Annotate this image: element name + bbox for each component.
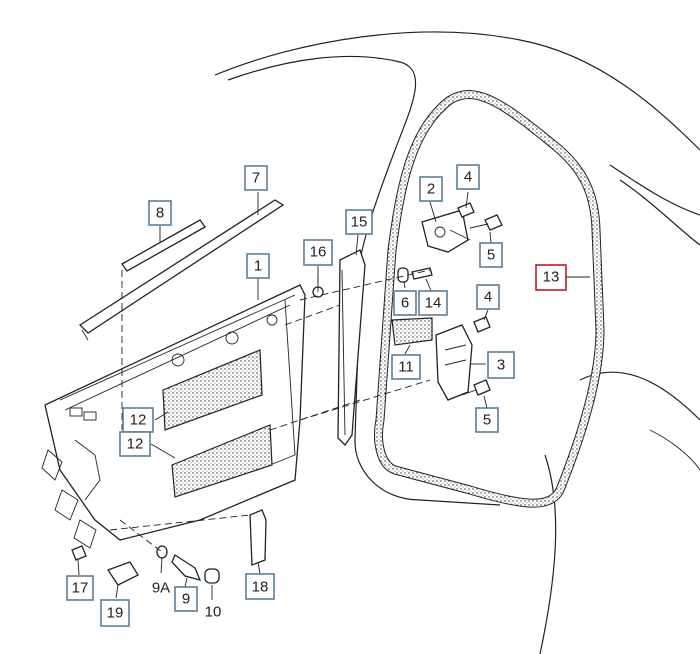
- label-text-1: 1: [254, 258, 262, 275]
- label-box-6: [393, 290, 417, 316]
- label-16: 16: [303, 239, 333, 266]
- label-box-5-upper: [479, 242, 503, 268]
- label-text-7: 7: [252, 170, 260, 187]
- label-box-8: [148, 200, 172, 226]
- clip-19: [107, 561, 139, 586]
- label-box-16: [303, 239, 333, 266]
- label-10: 10: [205, 604, 222, 621]
- label-text-4-lower: 4: [484, 289, 492, 306]
- label-4-upper: 4: [456, 164, 480, 190]
- label-text-9a: 9A: [152, 580, 170, 597]
- label-text-2: 2: [427, 181, 435, 198]
- label-box-1: [246, 253, 270, 279]
- label-text-16: 16: [310, 244, 327, 261]
- label-box-3: [487, 351, 515, 379]
- lower-hinge: [435, 324, 473, 401]
- label-5-lower: 5: [475, 407, 499, 433]
- stud-14: [411, 267, 433, 280]
- label-box-12-upper: [122, 407, 154, 433]
- label-text-12-lower: 12: [127, 436, 144, 453]
- label-text-8: 8: [156, 205, 164, 222]
- label-4-lower: 4: [476, 284, 500, 310]
- label-text-13: 13: [543, 269, 560, 286]
- assembly-lines: [109, 269, 431, 553]
- car-body-outline: [214, 31, 700, 654]
- label-17: 17: [66, 575, 94, 601]
- label-text-14: 14: [425, 295, 442, 312]
- label-box-4-upper: [456, 164, 480, 190]
- retainer-18: [249, 509, 267, 566]
- label-text-5-lower: 5: [483, 412, 491, 429]
- label-text-10: 10: [205, 604, 222, 621]
- label-14: 14: [418, 290, 448, 316]
- label-box-13: [535, 264, 567, 291]
- plug-6: [397, 267, 409, 283]
- label-box-19: [100, 599, 130, 627]
- label-11: 11: [391, 354, 421, 380]
- label-8: 8: [148, 200, 172, 226]
- label-box-11: [391, 354, 421, 380]
- label-text-5-upper: 5: [487, 247, 495, 264]
- label-text-3: 3: [497, 357, 505, 374]
- label-box-5-lower: [475, 407, 499, 433]
- label-text-17: 17: [72, 580, 89, 597]
- label-12-lower: 12: [119, 431, 151, 457]
- label-6: 6: [393, 290, 417, 316]
- rubber-pad: [391, 317, 433, 346]
- label-7: 7: [244, 165, 268, 191]
- label-text-4-upper: 4: [464, 169, 472, 186]
- cap-10: [204, 568, 220, 584]
- window-guide-rail: [337, 249, 366, 447]
- label-9a: 9A: [152, 580, 170, 597]
- label-box-12-lower: [119, 431, 151, 457]
- label-5-upper: 5: [479, 242, 503, 268]
- label-12-upper: 12: [122, 407, 154, 433]
- label-box-7: [244, 165, 268, 191]
- upper-hinge: [421, 209, 471, 253]
- label-text-19: 19: [107, 605, 124, 622]
- label-text-15: 15: [351, 214, 368, 231]
- label-3: 3: [487, 351, 515, 379]
- window-strip-outer: [78, 199, 285, 341]
- window-strip-inner: [121, 219, 206, 272]
- leader-lines: [77, 191, 590, 600]
- insulation-pads: [162, 349, 273, 498]
- label-15: 15: [345, 209, 373, 235]
- washer-9a: [156, 545, 168, 559]
- label-1: 1: [246, 253, 270, 279]
- label-box-2: [419, 176, 443, 202]
- label-text-11: 11: [398, 359, 414, 376]
- label-box-15: [345, 209, 373, 235]
- label-9: 9: [174, 586, 198, 612]
- label-box-4-lower: [476, 284, 500, 310]
- label-text-18: 18: [252, 579, 269, 596]
- label-2: 2: [419, 176, 443, 202]
- label-box-17: [66, 575, 94, 601]
- clip-17: [71, 545, 87, 561]
- label-box-18: [245, 573, 275, 600]
- label-18: 18: [245, 573, 275, 600]
- door-seal: [374, 89, 605, 508]
- label-text-9: 9: [182, 591, 190, 608]
- label-box-14: [418, 290, 448, 316]
- label-box-9: [174, 586, 198, 612]
- label-text-6: 6: [401, 295, 409, 312]
- label-19: 19: [100, 599, 130, 627]
- label-text-12-upper: 12: [130, 412, 147, 429]
- bolts: [457, 202, 503, 396]
- label-13: 13: [535, 264, 567, 291]
- bolt-9: [171, 554, 202, 581]
